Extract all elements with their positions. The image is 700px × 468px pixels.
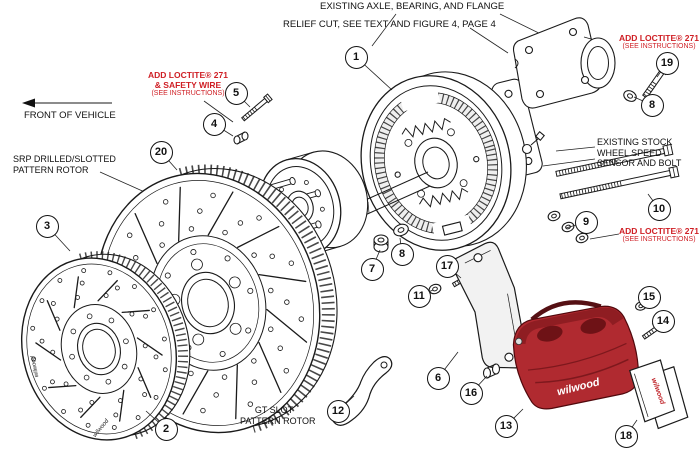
callout-16: 16 bbox=[459, 381, 483, 405]
callout-19: 19 bbox=[655, 51, 679, 75]
brake-caliper: wilwood bbox=[512, 300, 640, 410]
label-line: ADD LOCTITE® 271 bbox=[619, 33, 699, 43]
relief-cut-notch bbox=[514, 58, 519, 69]
label-line: PATTERN ROTOR bbox=[13, 164, 89, 175]
callout-12: 12 bbox=[326, 399, 350, 423]
crossover-tube bbox=[530, 300, 602, 322]
label-line: EXISTING STOCK bbox=[597, 137, 673, 147]
label-gt-rotor: GT SLOT PATTERN ROTOR bbox=[240, 405, 316, 426]
label-line: SRP DRILLED/SLOTTED bbox=[13, 154, 116, 164]
spindle-washer bbox=[393, 223, 409, 237]
label-line: WHEEL SPEED bbox=[597, 147, 662, 158]
label-srp-rotor: SRP DRILLED/SLOTTED PATTERN ROTOR bbox=[13, 154, 116, 175]
callout-20: 20 bbox=[149, 140, 173, 164]
rotor-vanes bbox=[79, 251, 189, 441]
small-washer bbox=[428, 283, 442, 295]
label-line: SENSOR AND BOLT bbox=[597, 158, 682, 169]
callout-4: 4 bbox=[202, 112, 226, 136]
callout-14: 14 bbox=[651, 309, 675, 333]
label-loctite-mid-right: ADD LOCTITE® 271 (SEE INSTRUCTIONS) bbox=[618, 226, 700, 244]
label-line: GT SLOT bbox=[254, 405, 294, 415]
rotor-gt-slot: wilwood wilwood bbox=[20, 251, 191, 441]
callout-17: 17 bbox=[435, 254, 459, 278]
brake-pads: wilwood bbox=[629, 359, 689, 430]
callout-9: 9 bbox=[574, 210, 598, 234]
callout-5: 5 bbox=[224, 81, 248, 105]
wheel-speed-sensor bbox=[521, 130, 546, 155]
caliper-spacer bbox=[482, 363, 501, 379]
label-loctite-top-right: ADD LOCTITE® 271 (SEE INSTRUCTIONS) bbox=[618, 33, 700, 51]
callout-18: 18 bbox=[614, 424, 638, 448]
backing-plate-assembly bbox=[360, 71, 527, 251]
axle-flange bbox=[512, 17, 616, 109]
label-line: (SEE INSTRUCTIONS) bbox=[622, 43, 696, 51]
callout-3: 3 bbox=[35, 214, 59, 238]
flange-washer bbox=[623, 90, 637, 102]
callout-1: 1 bbox=[344, 45, 368, 69]
label-line: ADD LOCTITE® 271 bbox=[148, 70, 228, 80]
return-spring bbox=[401, 117, 451, 138]
bleed-screw bbox=[515, 337, 523, 346]
label-leader-lines bbox=[99, 13, 620, 406]
label-line: ADD LOCTITE® 271 bbox=[619, 226, 699, 236]
bracket-bolt bbox=[559, 165, 680, 200]
label-existing-axle: EXISTING AXLE, BEARING, AND FLANGE bbox=[320, 1, 505, 12]
callout-13: 13 bbox=[494, 414, 518, 438]
spindle-nut bbox=[373, 234, 389, 253]
flat-washers bbox=[547, 210, 589, 244]
callout-8: 8 bbox=[640, 93, 664, 117]
label-front-of-vehicle: FRONT OF VEHICLE bbox=[24, 110, 116, 121]
bracket-bolt bbox=[555, 143, 674, 177]
callout-2: 2 bbox=[154, 417, 178, 441]
label-loctite-safety-wire: ADD LOCTITE® 271 & SAFETY WIRE (SEE INST… bbox=[146, 70, 230, 98]
return-spring bbox=[419, 187, 469, 208]
label-line: (SEE INSTRUCTIONS) bbox=[151, 90, 225, 98]
rotor-brand-text: wilwood bbox=[30, 355, 40, 378]
front-of-vehicle-arrow bbox=[22, 98, 112, 108]
label-wheel-speed-sensor: EXISTING STOCK WHEEL SPEED SENSOR AND BO… bbox=[597, 137, 681, 169]
label-line: & SAFETY WIRE bbox=[154, 80, 222, 91]
rotor-slots bbox=[35, 276, 163, 422]
callout-7: 7 bbox=[360, 257, 384, 281]
safety-wire-screw bbox=[241, 93, 273, 122]
label-line: PATTERN ROTOR bbox=[240, 415, 316, 426]
shoe-adjuster bbox=[441, 221, 463, 236]
callout-11: 11 bbox=[407, 284, 431, 308]
callout-8: 8 bbox=[390, 242, 414, 266]
set-screw bbox=[233, 131, 249, 145]
label-relief-cut: RELIEF CUT, SEE TEXT AND FIGURE 4, PAGE … bbox=[283, 19, 496, 30]
label-line: (SEE INSTRUCTIONS) bbox=[622, 236, 696, 244]
callout-15: 15 bbox=[637, 285, 661, 309]
callout-10: 10 bbox=[647, 197, 671, 221]
callout-6: 6 bbox=[426, 366, 450, 390]
